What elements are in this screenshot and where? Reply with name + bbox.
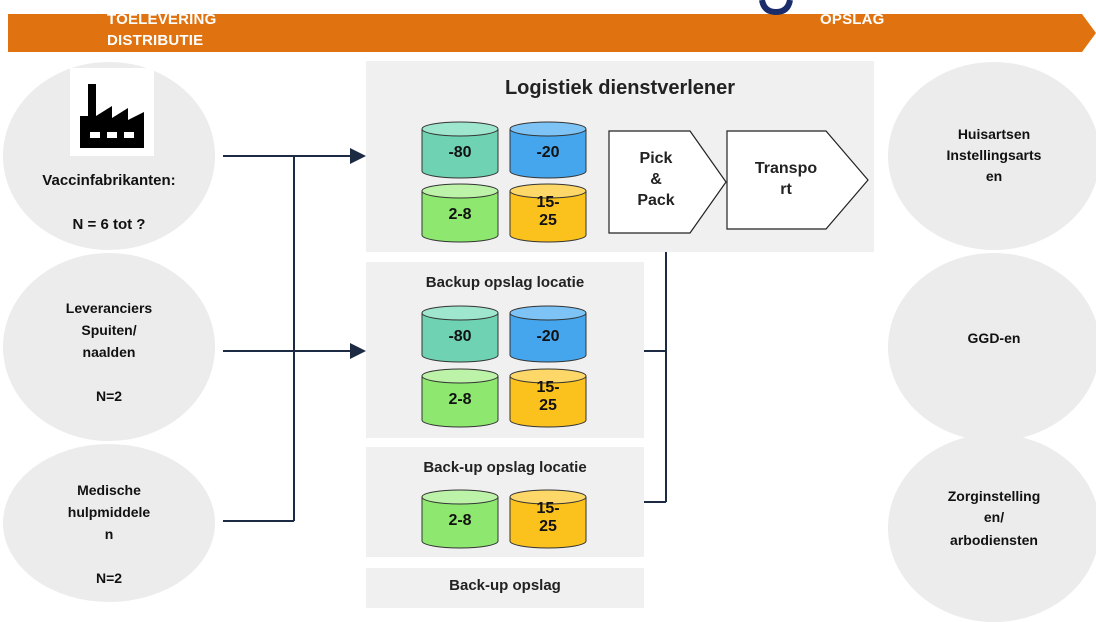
supplier-leveranciers-line3: naalden (82, 344, 136, 360)
arrowhead-to-logistiek (350, 148, 366, 164)
recipient-huisartsen-line2: Instellingsarts (946, 147, 1042, 163)
supplier-leveranciers-count: N=2 (95, 388, 123, 404)
connector-lines (223, 148, 667, 522)
recipient-ggd-label: GGD-en (967, 330, 1021, 346)
recipient-ggd (888, 253, 1096, 441)
backup1-tank-2-8: 2-8 (420, 367, 500, 429)
banner-label-opslag: OPSLAG (820, 11, 885, 28)
tank-2-8: 2-8 (420, 182, 500, 244)
tank-minus20-label: -20 (536, 144, 560, 161)
backup1-tank-minus80-label: -80 (448, 328, 472, 345)
supplier-medische-line2: hulpmiddele (67, 504, 151, 520)
recipient-zorg-line2: en/ (983, 509, 1005, 525)
supplier-leveranciers-line1: Leveranciers (65, 300, 153, 316)
backup2-tank-15-25: 15- 25 (508, 488, 588, 550)
supplier-leveranciers (3, 253, 215, 441)
tank-2-8-label: 2-8 (448, 206, 472, 223)
tank-minus80: -80 (420, 120, 500, 180)
supplier-medische-line1: Medische (77, 482, 141, 498)
panel-backup-1-title: Backup opslag locatie (425, 274, 585, 291)
transport-arrow (726, 130, 869, 230)
backup1-tank-minus80: -80 (420, 304, 500, 364)
pick-pack-arrow (608, 130, 727, 234)
backup1-tank-2-8-label: 2-8 (448, 391, 472, 408)
backup1-tank-minus20: -20 (508, 304, 588, 364)
backup1-tank-15-25-label: 15- 25 (536, 379, 560, 414)
supplier-medische-hulpmiddelen (3, 444, 215, 602)
panel-logistiek-title: Logistiek dienstverlener (504, 77, 736, 99)
tank-minus20: -20 (508, 120, 588, 180)
pick-pack-label: Pick & Pack (637, 150, 675, 209)
backup2-tank-2-8-label: 2-8 (448, 512, 472, 529)
tank-minus80-label: -80 (448, 144, 472, 161)
supplier-medische-count: N=2 (95, 570, 123, 586)
tank-15-25-label: 15- 25 (536, 194, 560, 229)
recipient-zorginstellingen (888, 434, 1096, 622)
panel-backup-3-title: Back-up opslag (449, 577, 561, 594)
tank-15-25: 15- 25 (508, 182, 588, 244)
recipient-zorg-line3: arbodiensten (950, 532, 1038, 548)
supplier-medische-line3: n (104, 526, 114, 542)
panel-backup-2-title: Back-up opslag locatie (423, 459, 587, 476)
recipient-huisartsen-line1: Huisartsen (957, 126, 1031, 142)
arrowhead-to-backup (350, 343, 366, 359)
recipient-huisartsen-line3: en (985, 168, 1003, 184)
backup1-tank-minus20-label: -20 (536, 328, 560, 345)
banner-label-toelevering: TOELEVERING (107, 11, 217, 28)
panel-backup-2 (366, 447, 644, 557)
factory-icon (70, 68, 154, 156)
backup1-tank-15-25: 15- 25 (508, 367, 588, 429)
orange-banner-arrow (8, 14, 1096, 52)
cutoff-title-glyph (759, 0, 793, 16)
transport-label: Transpo rt (754, 160, 818, 198)
panel-backup-1 (366, 262, 644, 438)
recipient-zorg-line1: Zorginstelling (947, 488, 1041, 504)
supplier-leveranciers-line2: Spuiten/ (81, 322, 137, 338)
backup2-tank-15-25-label: 15- 25 (536, 500, 560, 535)
banner-label-distributie: DISTRIBUTIE (107, 32, 204, 49)
supplier-vaccinfabrikanten-label: Vaccinfabrikanten: (42, 172, 176, 189)
recipient-huisartsen (888, 62, 1096, 250)
backup2-tank-2-8: 2-8 (420, 488, 500, 550)
supplier-vaccinfabrikanten-count: N = 6 tot ? (72, 216, 146, 233)
